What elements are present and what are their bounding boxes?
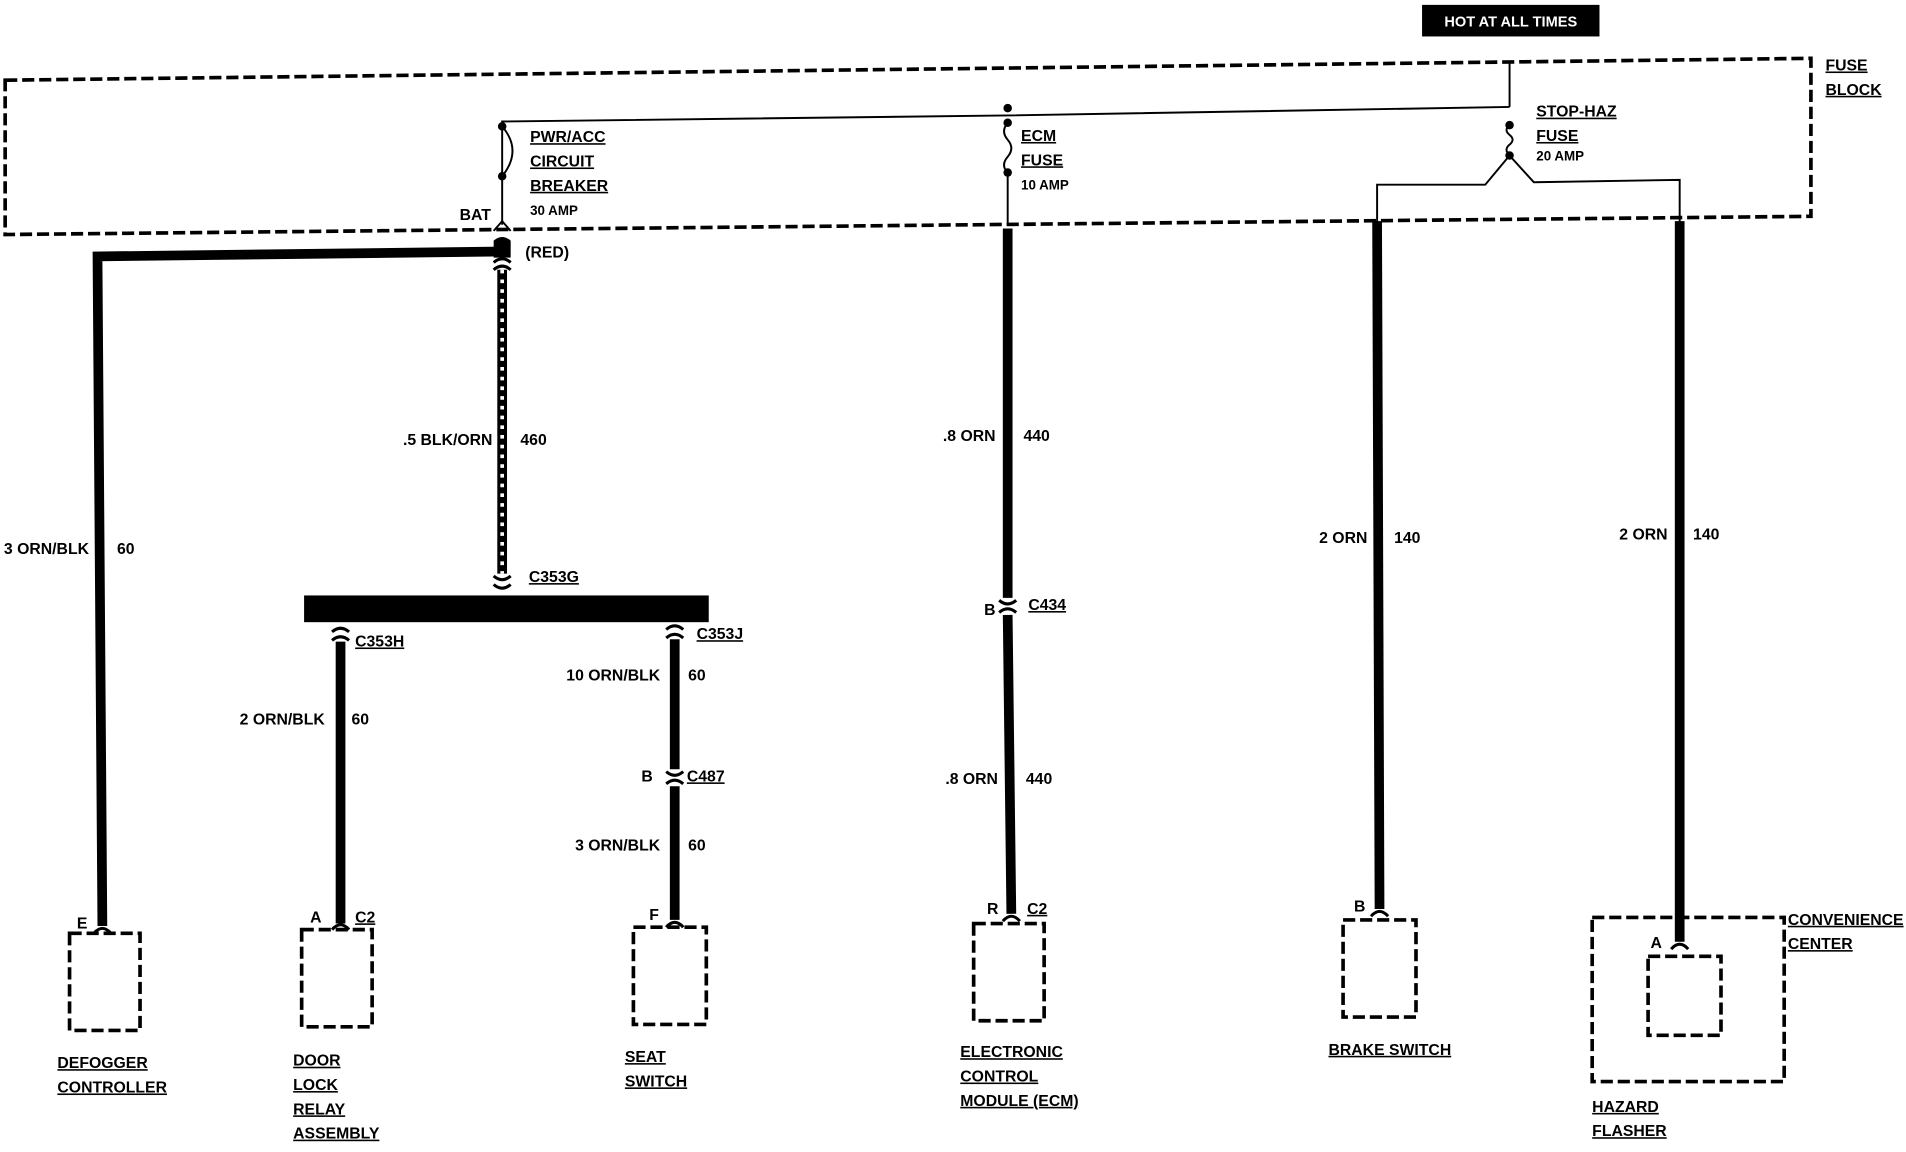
hazard-label-2: FLASHER <box>1592 1123 1667 1140</box>
hot-at-all-times-label: HOT AT ALL TIMES <box>1444 15 1577 31</box>
breaker-label-3: BREAKER <box>530 178 609 195</box>
stop-haz-label-1: STOP-HAZ <box>1536 104 1617 121</box>
connector-top-icon <box>492 257 512 271</box>
ecm-fuse-label-1: ECM <box>1021 128 1056 145</box>
terminal-icons <box>92 909 1690 951</box>
c353g-icon <box>492 574 512 590</box>
door-lock-label-1: DOOR <box>293 1053 341 1070</box>
hazard-wire-circuit: 140 <box>1693 527 1720 544</box>
fuse-block-internal-wiring <box>492 60 1681 232</box>
brake-switch-box <box>1341 918 1418 1019</box>
breaker-rating: 30 AMP <box>530 203 578 218</box>
c434-pin: B <box>984 602 995 619</box>
ecm-label-2: CONTROL <box>960 1069 1038 1086</box>
w460-gauge: .5 BLK/ORN <box>403 432 492 449</box>
ecm-fuse-label-2: FUSE <box>1021 152 1063 169</box>
w460-circuit: 460 <box>520 432 547 449</box>
wire-ecm-lower <box>1002 614 1017 914</box>
ecm-lower-circuit: 440 <box>1026 771 1053 788</box>
c353h-icon <box>331 626 351 642</box>
brake-wire-circuit: 140 <box>1394 530 1421 547</box>
seat-pin: F <box>649 907 659 924</box>
red-terminal-icon <box>493 236 511 258</box>
c353j-label: C353J <box>697 626 744 643</box>
defogger-pin: E <box>77 915 88 932</box>
stop-haz-label-2: FUSE <box>1536 128 1578 145</box>
hazard-wire-gauge: 2 ORN <box>1619 527 1667 544</box>
door-lock-relay-box <box>299 927 374 1029</box>
door-wire-gauge: 2 ORN/BLK <box>240 711 326 728</box>
convenience-label-2: CENTER <box>1788 936 1853 953</box>
seat-lower-gauge: 3 ORN/BLK <box>575 838 661 855</box>
fuse-block-outline <box>3 56 1813 237</box>
door-lock-label-3: RELAY <box>293 1101 346 1118</box>
seat-upper-circuit: 60 <box>688 668 706 685</box>
breaker-label-1: PWR/ACC <box>530 129 605 146</box>
hot-at-all-times-box <box>1422 4 1600 37</box>
ecm-box <box>971 921 1046 1023</box>
c434-icon <box>998 599 1018 614</box>
seat-switch-box <box>631 925 709 1027</box>
door-lock-label-2: LOCK <box>293 1077 338 1094</box>
defogger-wire-circuit: 60 <box>117 541 135 558</box>
fuse-block-label-2: BLOCK <box>1826 82 1883 99</box>
red-wire-label: (RED) <box>525 245 569 262</box>
c487-pin: B <box>641 768 652 785</box>
defogger-controller-box <box>67 931 142 1033</box>
door-wire-circuit: 60 <box>351 711 369 728</box>
convenience-center-box <box>1590 915 1787 1084</box>
seat-label-2: SWITCH <box>625 1073 687 1090</box>
brake-label: BRAKE SWITCH <box>1328 1042 1451 1059</box>
ecm-conn: C2 <box>1027 901 1047 918</box>
brake-wire-gauge: 2 ORN <box>1319 530 1367 547</box>
ecm-fuse-rating: 10 AMP <box>1021 178 1069 193</box>
c487-icon <box>665 770 685 785</box>
hazard-flasher-box <box>1646 954 1723 1038</box>
ecm-label-3: MODULE (ECM) <box>960 1093 1078 1110</box>
door-lock-pin: A <box>310 909 321 926</box>
hazard-label-1: HAZARD <box>1592 1099 1659 1116</box>
splice-bus-bar <box>304 595 709 623</box>
ecm-upper-circuit: 440 <box>1023 428 1050 445</box>
c353j-icon <box>665 624 685 640</box>
ecm-pin: R <box>987 901 999 918</box>
wire-defogger <box>92 246 503 927</box>
stop-haz-rating: 20 AMP <box>1536 148 1584 163</box>
ecm-label-1: ELECTRONIC <box>960 1044 1063 1061</box>
c434-label: C434 <box>1028 597 1066 614</box>
door-lock-label-4: ASSEMBLY <box>293 1126 380 1143</box>
defogger-label-2: CONTROLLER <box>57 1079 167 1096</box>
c353h-label: C353H <box>355 633 404 650</box>
ecm-upper-gauge: .8 ORN <box>943 428 996 445</box>
seat-upper-gauge: 10 ORN/BLK <box>566 668 660 685</box>
brake-pin: B <box>1354 898 1365 915</box>
wire-brake <box>1372 221 1385 909</box>
hazard-pin: A <box>1651 935 1662 952</box>
convenience-label-1: CONVENIENCE <box>1788 912 1904 929</box>
fuse-block-label-1: FUSE <box>1826 57 1868 74</box>
seat-lower-circuit: 60 <box>688 838 706 855</box>
seat-label-1: SEAT <box>625 1049 666 1066</box>
bat-label: BAT <box>460 207 492 224</box>
defogger-wire-gauge: 3 ORN/BLK <box>4 541 90 558</box>
ecm-lower-gauge: .8 ORN <box>945 771 998 788</box>
c487-label: C487 <box>687 768 725 785</box>
door-lock-conn: C2 <box>355 909 375 926</box>
c353g-label: C353G <box>529 569 579 586</box>
defogger-label-1: DEFOGGER <box>57 1055 148 1072</box>
breaker-label-2: CIRCUIT <box>530 153 594 170</box>
